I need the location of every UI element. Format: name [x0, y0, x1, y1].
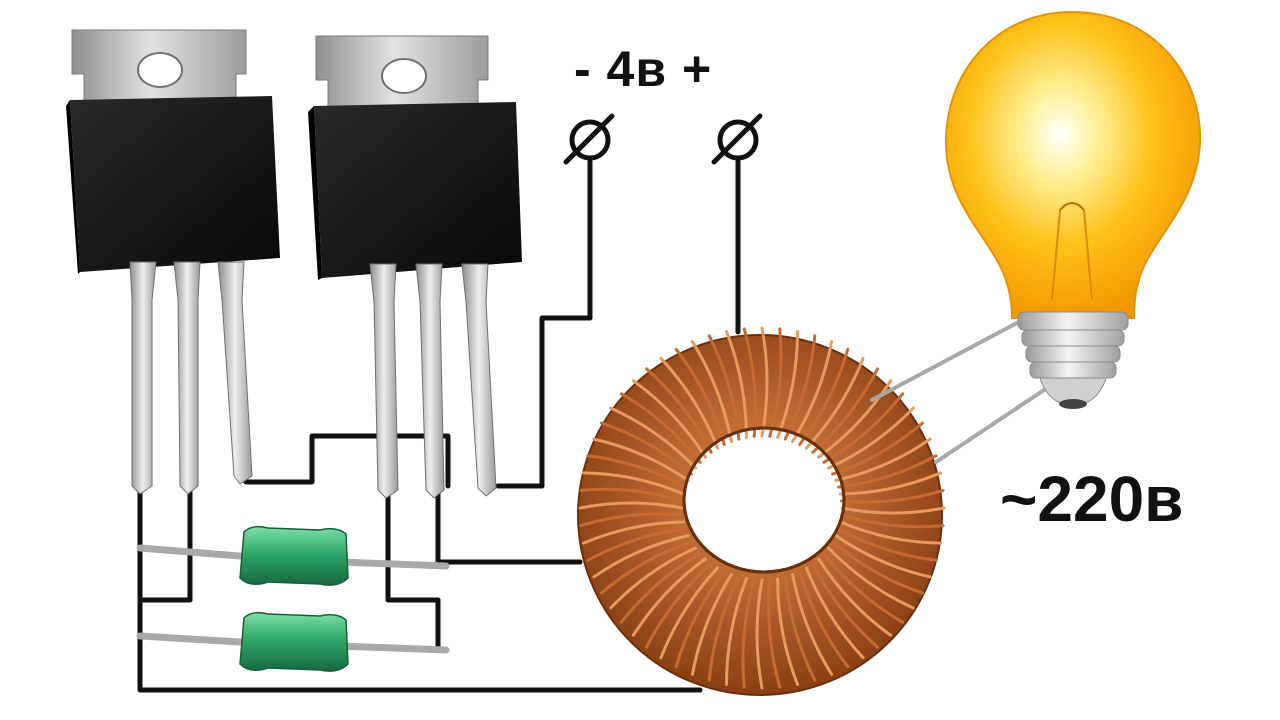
coil-turn	[783, 575, 817, 682]
coil-turn	[827, 546, 915, 610]
coil-turn	[798, 347, 850, 446]
coil-turn	[674, 570, 726, 669]
coil-turn	[619, 392, 702, 464]
wiring	[137, 147, 741, 693]
wire-drain-cross	[243, 433, 451, 489]
coil-turn	[690, 573, 733, 676]
coil-turn	[659, 356, 720, 450]
coil-turn	[776, 330, 799, 439]
axial-resistor-icon	[136, 525, 450, 586]
coil-turn	[592, 534, 690, 579]
coil-turn	[741, 578, 756, 689]
wire-right-source	[385, 487, 441, 651]
coil-windings	[578, 326, 946, 690]
screw-terminal-icon	[563, 113, 615, 165]
resistor-upper	[136, 525, 450, 586]
coil-turn	[586, 454, 687, 489]
coil-turn	[840, 488, 945, 504]
coil-turn	[817, 557, 893, 637]
resistor-lower	[136, 611, 450, 672]
lamp-lead-upper	[870, 314, 1032, 402]
coil-turn	[791, 340, 834, 443]
coil-turn	[822, 392, 905, 464]
coil-turn	[578, 501, 684, 510]
output-voltage-label: ~220в	[1000, 463, 1184, 535]
coil-turn	[609, 406, 697, 470]
coil-turn	[600, 540, 693, 595]
wire-left-gate	[137, 483, 193, 603]
axial-resistor-icon	[136, 611, 450, 672]
coil-turn	[840, 513, 945, 529]
coil-turn	[742, 327, 757, 438]
coil-turn	[827, 406, 915, 470]
coil-turn	[707, 575, 741, 682]
coil-turn	[725, 577, 748, 686]
coil-turn	[631, 379, 707, 459]
light-bulb	[944, 10, 1202, 409]
input-voltage-label: - 4в +	[574, 41, 713, 97]
coil-turn	[791, 573, 834, 676]
coil-turn	[831, 540, 924, 595]
coil-turn	[659, 566, 720, 660]
coil-turn	[707, 334, 741, 441]
coil-turn	[582, 471, 685, 496]
coil-turn	[645, 562, 713, 649]
coil-turn	[579, 512, 684, 528]
coil-turn	[804, 356, 865, 450]
coil-turn	[767, 578, 782, 689]
transistor-left	[66, 29, 280, 495]
coil-turn	[839, 471, 942, 496]
coil-turn	[586, 527, 687, 562]
lamp-lead-lower	[934, 380, 1058, 464]
coil-turn	[837, 454, 938, 489]
coil-turn	[755, 578, 764, 690]
coil-turn	[804, 566, 865, 660]
coil-turn	[609, 546, 697, 610]
coil-turn	[834, 437, 932, 482]
coil-turn	[776, 577, 799, 686]
coil-turn	[674, 347, 726, 446]
coil-turn	[690, 340, 733, 443]
coil-turn	[579, 487, 684, 503]
coil-turn	[837, 527, 938, 562]
coil-turn	[811, 367, 879, 454]
lamp-leads	[870, 314, 1058, 464]
coil-turn	[725, 330, 748, 439]
coil-turn	[619, 552, 702, 624]
terminal-negative	[563, 113, 615, 165]
light-bulb-icon	[944, 10, 1202, 409]
screw-terminal-icon	[711, 113, 763, 165]
coil-turn	[645, 367, 713, 454]
coil-turn	[839, 520, 942, 545]
coil-turn	[817, 379, 893, 459]
wire-left-source	[137, 483, 703, 693]
toroidal-inductor-icon	[577, 326, 946, 696]
coil-turn	[631, 557, 707, 637]
coil-turn	[768, 327, 783, 438]
coil-turn	[600, 421, 693, 476]
wire-negative	[495, 147, 593, 489]
coil-turn	[582, 520, 685, 545]
coil-turn	[783, 334, 817, 441]
to220-transistor-icon	[308, 35, 522, 499]
terminal-positive	[711, 113, 763, 165]
coil-turn	[822, 552, 905, 624]
transistor-right	[308, 35, 522, 499]
coil-turn	[798, 570, 850, 669]
coil-turn	[831, 421, 924, 476]
to220-transistor-icon	[66, 29, 280, 495]
coil-turn	[840, 506, 946, 515]
coil-turn	[760, 326, 769, 438]
toroidal-coil	[577, 326, 946, 696]
coil-turn	[834, 534, 932, 579]
coil-turn	[592, 437, 690, 482]
coil-turn	[811, 562, 879, 649]
